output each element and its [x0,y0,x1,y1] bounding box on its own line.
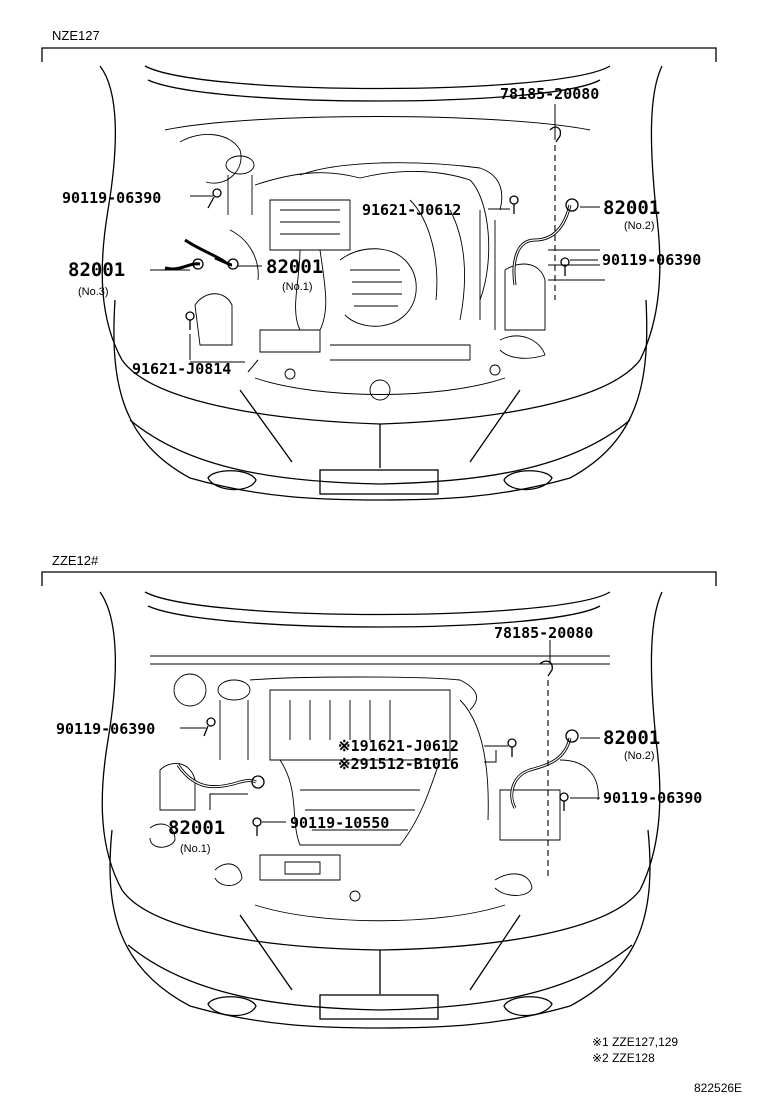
part-sub-no1: (No.1) [180,843,211,855]
bolt-icon [203,717,216,737]
part-label-78185: 78185-20080 [494,624,593,642]
bolt-icon [185,311,195,330]
leader-line [209,793,248,810]
bolt-icon [509,195,519,214]
figure-id: 822526E [694,1081,742,1095]
part-label-90119-10550: 90119-10550 [290,814,389,832]
part-label-90119-06390: 90119-06390 [62,189,161,207]
part-sub-no2: (No.2) [624,750,655,762]
engine-bay [179,134,605,380]
footnote-1: ※1 ZZE127,129 [592,1035,678,1049]
bolt-icon [252,817,262,836]
part-label-90119-06390: 90119-06390 [56,720,155,738]
part-label-82001-no1: 82001 [168,817,225,839]
clip-icon [549,126,562,143]
part-label-91621-j0814: 91621-J0814 [132,360,231,378]
bolt-icon [507,738,517,757]
section-bracket [41,571,717,586]
part-label-78185: 78185-20080 [500,85,599,103]
part-label-90119-06390-b: 90119-06390 [602,251,701,269]
oxygen-sensor-harness-no3 [164,238,226,271]
part-label-82001-no3: 82001 [68,259,125,281]
bolt-icon [207,188,222,209]
section-bracket [41,47,717,62]
car-front-outline [99,591,663,1029]
part-sub-no2: (No.2) [624,220,655,232]
section-nze127: 78185-20080 90119-06390 91621-J0612 8200… [41,47,717,501]
part-label-82001-no2: 82001 [603,197,660,219]
oxygen-sensor-harness-no2 [510,729,579,809]
leader-line [189,334,245,363]
footnote-2: ※2 ZZE128 [592,1051,655,1065]
bolt-icon [560,257,570,276]
leader-line [484,745,508,763]
clip-icon [539,660,553,677]
oxygen-sensor-harness-no2 [512,198,579,286]
part-label-91621-j0612: 91621-J0612 [362,201,461,219]
section-title-zze12: ZZE12# [52,553,99,568]
car-front-outline [99,65,663,501]
oxygen-sensor-harness-no1 [214,256,239,270]
part-label-91621-j0612: ※191621-J0612 [338,737,459,755]
part-label-82001-no1: 82001 [266,256,323,278]
part-sub-no3: (No.3) [78,286,109,298]
section-zze12: 78185-20080 90119-06390 ※191621-J0612 ※2… [41,571,717,1029]
engine-bay [149,673,599,902]
oxygen-sensor-harness-no1 [176,764,265,789]
section-title-nze127: NZE127 [52,28,100,43]
part-label-82001-no2: 82001 [603,727,660,749]
part-label-91512-b1016: ※291512-B1016 [338,755,459,773]
part-sub-no1: (No.1) [282,281,313,293]
part-label-90119-06390-b: 90119-06390 [603,789,702,807]
bolt-icon [559,792,569,811]
leader-line [247,359,259,373]
